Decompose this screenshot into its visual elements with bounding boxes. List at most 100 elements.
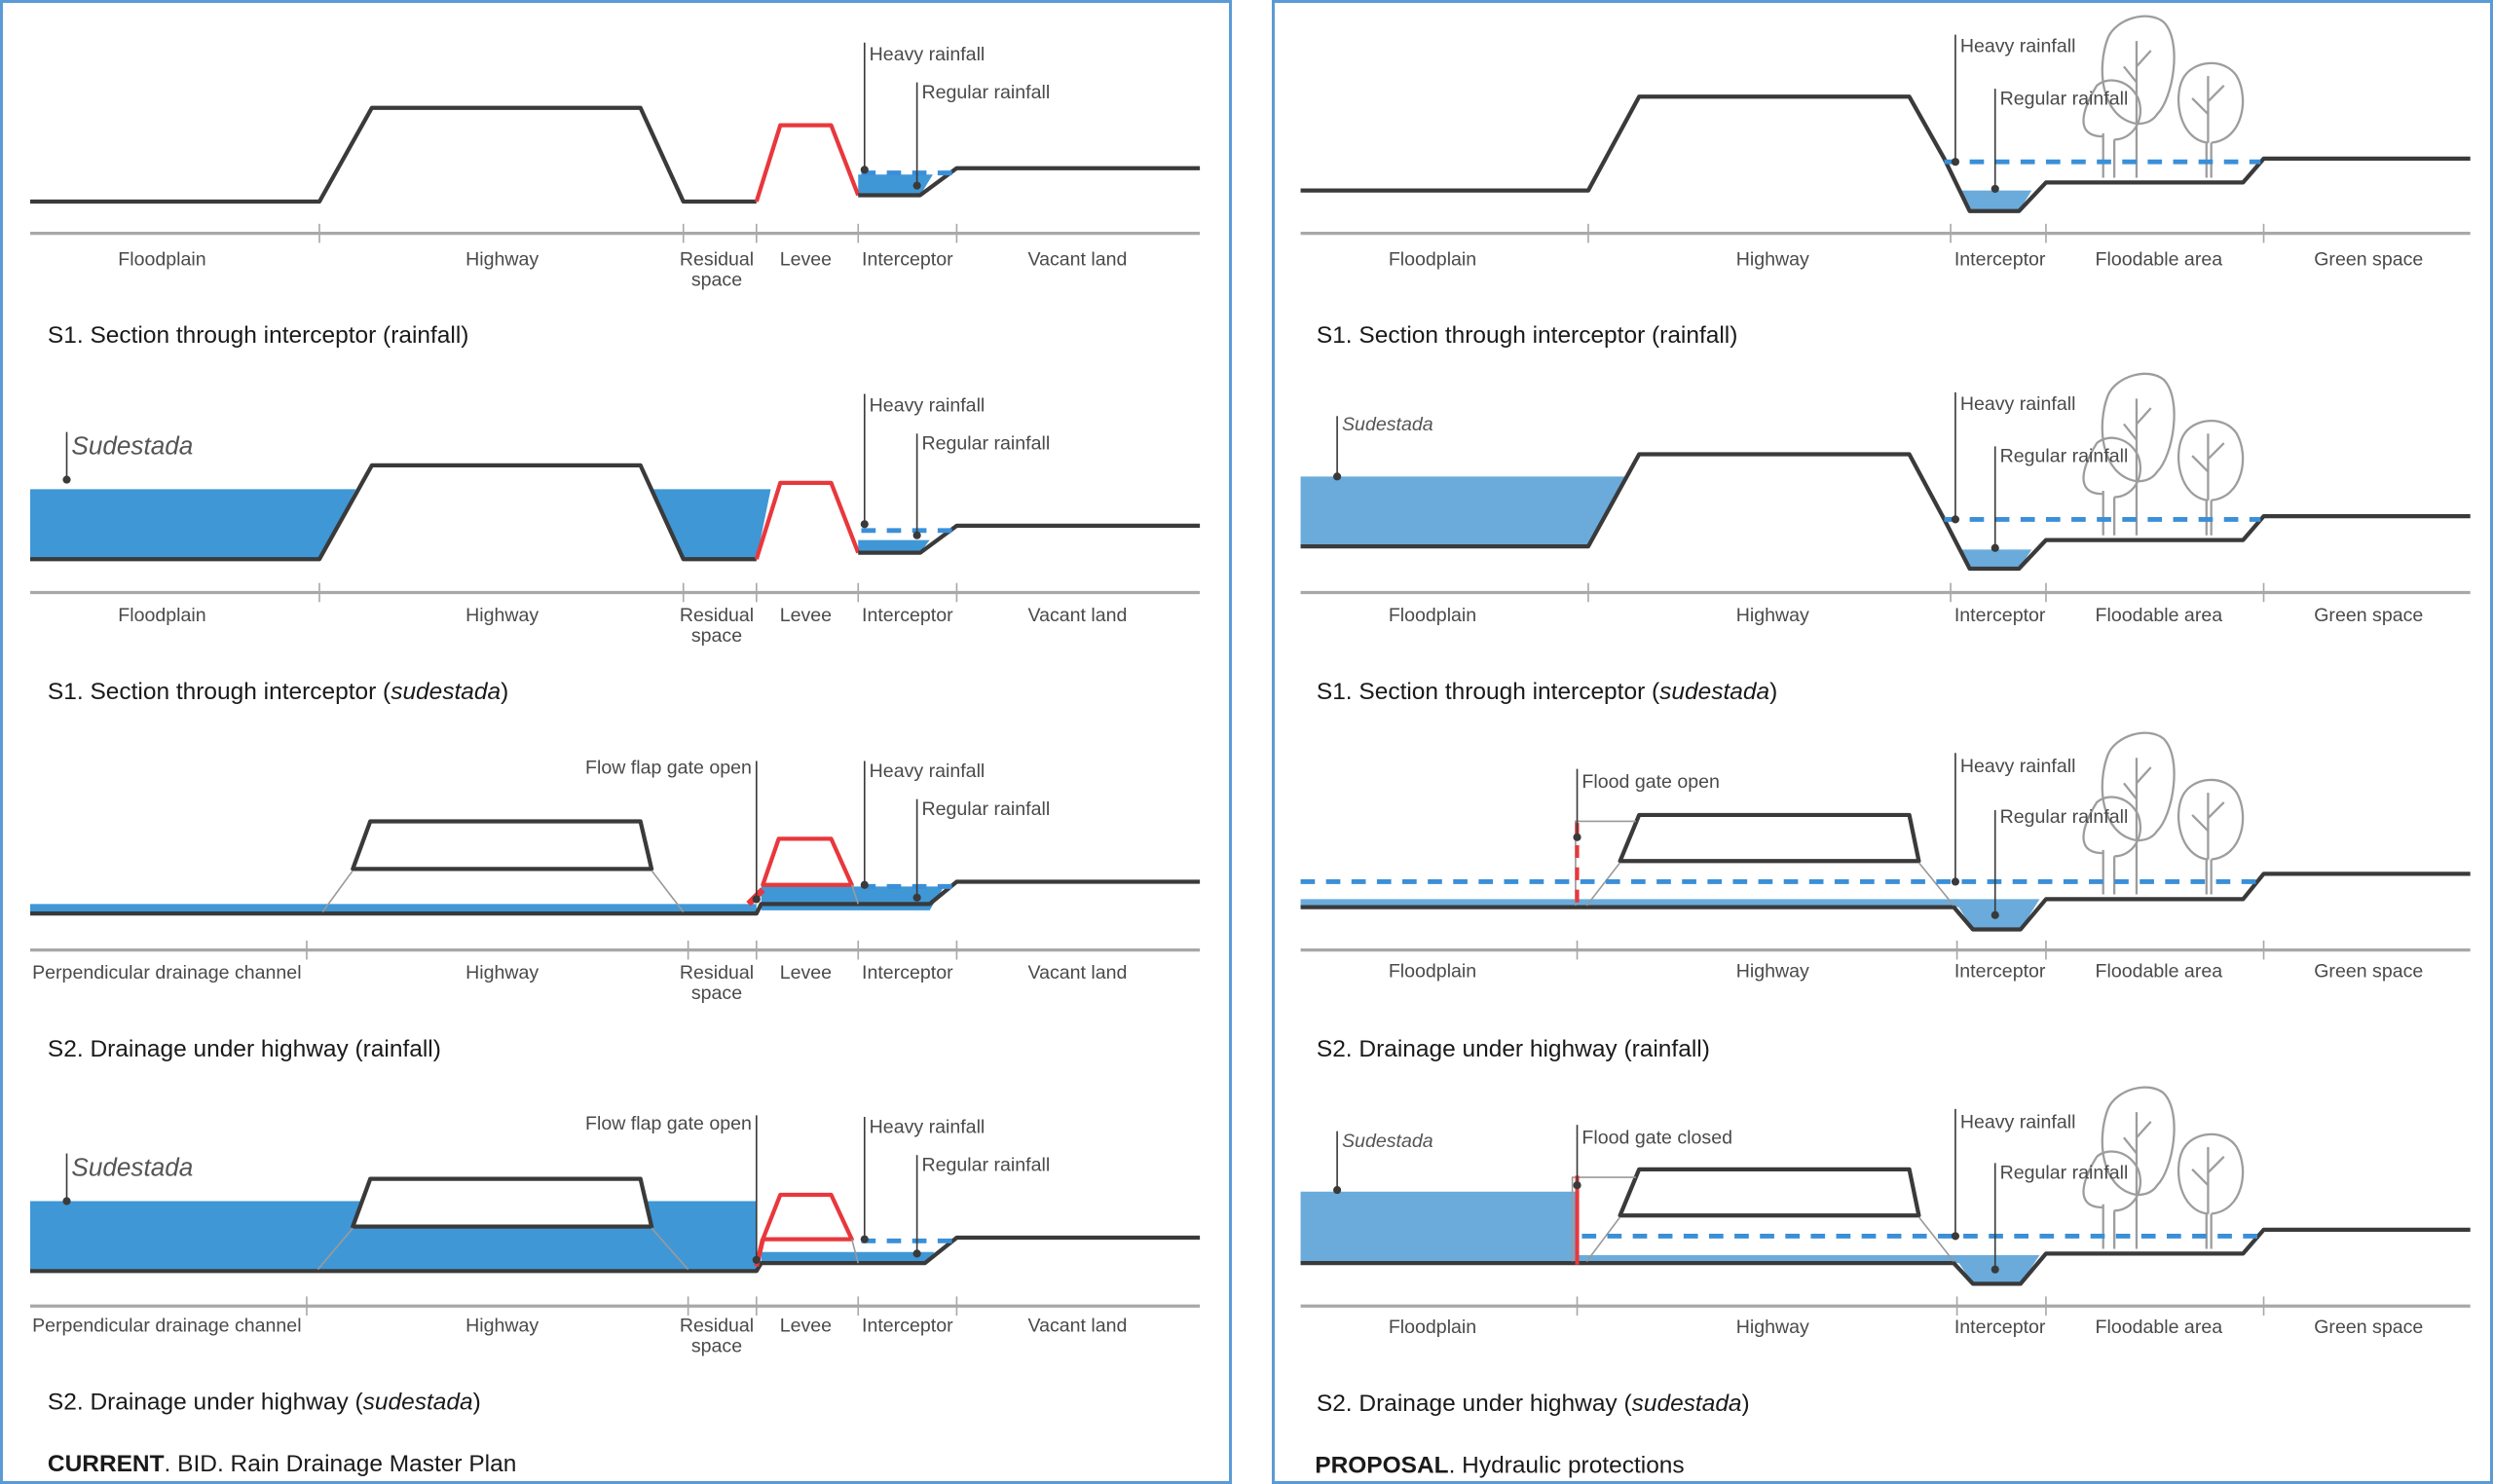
title-prefix: S2. Drainage under highway (	[1317, 1391, 1632, 1417]
heavy-rainfall-label: Heavy rainfall	[1960, 1111, 2076, 1132]
zone-label-green-space: Green space	[2314, 605, 2423, 626]
zone-label-residual: Residual	[680, 962, 754, 983]
ground-profile-east	[858, 523, 1201, 555]
flap-gate-dot	[752, 895, 761, 904]
levee-outline	[754, 123, 861, 203]
title-suffix: )	[1769, 679, 1777, 705]
zone-label-space: space	[691, 983, 742, 1004]
title-suffix: )	[473, 1389, 481, 1415]
residual-water	[651, 489, 771, 560]
ground-profile	[29, 879, 1201, 916]
heavy-rainfall-label: Heavy rainfall	[1960, 756, 2076, 777]
zone-label-green-space: Green space	[2314, 248, 2423, 270]
zone-label-floodable-area: Floodable area	[2096, 1317, 2223, 1338]
zone-label-vacant-land: Vacant land	[1027, 605, 1127, 626]
zone-label-highway: Highway	[465, 962, 539, 983]
regular-rainfall-dot	[1991, 543, 1999, 552]
highway-embankment-east	[651, 1227, 689, 1271]
section-title: S2. Drainage under highway (rainfall)	[48, 1036, 441, 1062]
zone-label-space: space	[691, 1336, 742, 1357]
heavy-rainfall-dot	[860, 880, 869, 889]
flap-gate-label: Flow flap gate open	[585, 1113, 752, 1134]
heavy-rainfall-label: Heavy rainfall	[870, 1116, 986, 1137]
section-title: S1. Section through interceptor (sudesta…	[1317, 679, 1777, 705]
proposal-section-s1-sudestada: Sudestada Heavy rainfall Regular rainfal…	[1300, 372, 2471, 705]
highway-deck	[351, 1176, 654, 1229]
title-suffix: )	[433, 1036, 441, 1062]
title-emph: sudestada	[363, 1389, 473, 1415]
regular-rainfall-label: Regular rainfall	[2000, 446, 2129, 467]
heavy-rainfall-label: Heavy rainfall	[1960, 36, 2076, 57]
gate-frame	[1575, 820, 1636, 906]
section-title: S1. Section through interceptor (rainfal…	[48, 322, 469, 349]
current-footer: CURRENT. BID. Rain Drainage Master Plan	[48, 1451, 516, 1477]
ground-profile-east	[858, 166, 1201, 198]
zone-label-highway: Highway	[1736, 605, 1809, 626]
heavy-rainfall-dot	[860, 520, 869, 529]
zone-label-highway: Highway	[1736, 248, 1809, 270]
zone-ticks	[306, 940, 958, 960]
regular-rainfall-label: Regular rainfall	[2000, 88, 2129, 109]
zone-label-interceptor: Interceptor	[1954, 960, 2046, 982]
channel-water	[29, 904, 757, 914]
regular-rainfall-dot	[912, 893, 921, 902]
highway-embankment-west	[1585, 1216, 1621, 1263]
regular-rainfall-label: Regular rainfall	[922, 433, 1051, 455]
proposal-panel: Heavy rainfall Regular rainfall Floodpla…	[1272, 0, 2493, 1484]
regular-rainfall-dot	[1991, 910, 1999, 919]
sudestada-label: Sudestada	[1342, 1131, 1433, 1152]
zone-label-floodplain: Floodplain	[1389, 248, 1476, 270]
section-title: S1. Section through interceptor (rainfal…	[1317, 322, 1738, 349]
heavy-rainfall-dot	[860, 166, 869, 174]
highway-deck	[351, 819, 654, 872]
zone-label-green-space: Green space	[2314, 1317, 2423, 1338]
zone-ticks	[1587, 223, 2265, 243]
footer-bold: CURRENT	[48, 1451, 165, 1477]
proposal-section-s2-sudestada: Sudestada Flood gate closed Heavy rainfa…	[1300, 1086, 2471, 1417]
heavy-rainfall-label: Heavy rainfall	[1960, 393, 2076, 415]
zone-label-highway: Highway	[1736, 1317, 1809, 1338]
footer-bold: PROPOSAL	[1315, 1453, 1448, 1479]
highway-deck	[1618, 812, 1921, 864]
regular-rainfall-dot	[1991, 1265, 1999, 1274]
sudestada-dot	[1333, 472, 1342, 481]
heavy-rainfall-dot	[860, 1235, 869, 1243]
zone-label-interceptor: Interceptor	[862, 1315, 953, 1336]
levee-outline	[761, 836, 854, 887]
zone-label-highway: Highway	[465, 248, 539, 270]
interceptor-water	[858, 174, 933, 196]
flood-gate-dot	[1573, 1181, 1581, 1190]
zone-label-residual: Residual	[680, 1315, 754, 1336]
heavy-rainfall-dot	[1951, 1232, 1960, 1241]
zone-ticks	[1587, 582, 2265, 603]
ground-profile	[29, 463, 757, 562]
heavy-rainfall-dot	[1951, 877, 1960, 886]
zone-ticks	[318, 582, 958, 603]
zone-ticks	[306, 1296, 958, 1317]
footer-rest: . BID. Rain Drainage Master Plan	[165, 1451, 517, 1477]
current-panel: Heavy rainfall Regular rainfall Floodpla…	[0, 0, 1232, 1484]
zone-label-interceptor: Interceptor	[1954, 248, 2046, 270]
levee-outline	[754, 480, 861, 560]
title-prefix: S2. Drainage under highway (	[48, 1389, 363, 1415]
regular-rainfall-label: Regular rainfall	[922, 1155, 1051, 1176]
ground-profile	[1300, 1227, 2471, 1286]
sudestada-dot	[62, 475, 71, 484]
zone-label-interceptor: Interceptor	[1954, 1317, 2046, 1338]
floodplain-water	[1300, 476, 1627, 547]
section-title: S2. Drainage under highway (rainfall)	[1317, 1036, 1710, 1062]
title-prefix: S2. Drainage under highway (	[48, 1036, 363, 1062]
heavy-rainfall-label: Heavy rainfall	[870, 394, 986, 416]
zone-label-floodplain: Floodplain	[118, 605, 205, 626]
zone-label-vacant-land: Vacant land	[1027, 962, 1127, 983]
sudestada-label: Sudestada	[71, 1152, 193, 1181]
regular-rainfall-dot	[912, 531, 921, 539]
floodplain-water	[29, 489, 356, 560]
zone-label-drainage-channel: Perpendicular drainage channel	[32, 962, 301, 983]
title-emph: rainfall	[1659, 322, 1730, 349]
title-emph: sudestada	[391, 679, 501, 705]
title-suffix: )	[1730, 322, 1737, 349]
zone-ticks	[1576, 1296, 2265, 1317]
highway-embankment-west	[1585, 862, 1621, 907]
regular-rainfall-dot	[1991, 184, 1999, 194]
